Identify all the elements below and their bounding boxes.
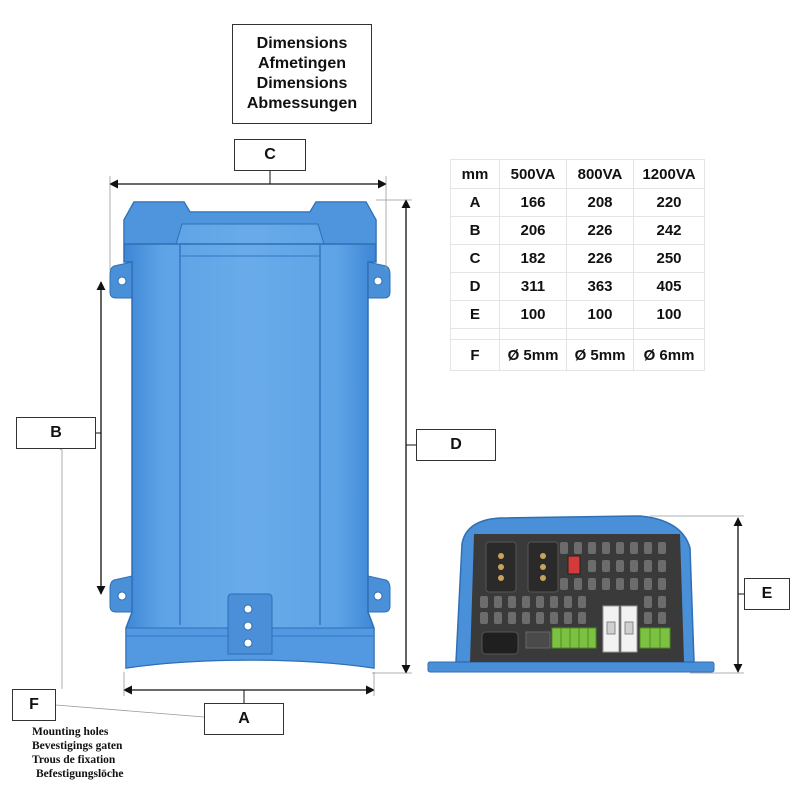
- power-switch-icon: [567, 555, 581, 575]
- table-cell: 405: [633, 272, 705, 301]
- table-cell: 242: [633, 216, 705, 245]
- table-cell: F: [450, 339, 500, 371]
- table-header-row: mm 500VA 800VA 1200VA: [450, 159, 705, 189]
- table-cell: 100: [499, 300, 567, 329]
- table-cell: 311: [499, 272, 567, 301]
- table-cell: 182: [499, 244, 567, 273]
- table-row: E 100 100 100: [450, 300, 705, 329]
- dimension-label-f: F: [12, 689, 56, 721]
- table-cell: 220: [633, 188, 705, 217]
- table-row: F Ø 5mm Ø 5mm Ø 6mm: [450, 339, 705, 371]
- table-row: D 311 363 405: [450, 272, 705, 301]
- title-line-fr: Dimensions: [256, 75, 348, 92]
- table-cell: Ø 6mm: [633, 339, 705, 371]
- mount-hole-icon: [117, 276, 127, 286]
- table-cell: B: [450, 216, 500, 245]
- mounting-holes-note: Mounting holes Bevestigings gaten Trous …: [32, 725, 124, 781]
- dimension-label-a: A: [204, 703, 284, 735]
- mount-hole-icon: [117, 591, 127, 601]
- table-header: mm: [450, 159, 500, 189]
- table-cell: 100: [633, 300, 705, 329]
- mounting-note-nl: Bevestigings gaten: [32, 740, 123, 752]
- mounting-note-fr: Trous de fixation: [32, 754, 116, 766]
- inverter-end-view: [427, 515, 715, 673]
- title-line-nl: Afmetingen: [258, 55, 346, 72]
- table-cell: D: [450, 272, 500, 301]
- table-header: 800VA: [566, 159, 634, 189]
- table-cell: 206: [499, 216, 567, 245]
- mounting-note-de: Befestigungslöche: [36, 768, 124, 780]
- table-cell: C: [450, 244, 500, 273]
- table-cell: Ø 5mm: [499, 339, 567, 371]
- dimensions-table: mm 500VA 800VA 1200VA A 166 208 220 B 20…: [450, 159, 705, 371]
- dimension-label-d: D: [416, 429, 496, 461]
- table-header: 1200VA: [633, 159, 705, 189]
- dimension-lines: [55, 171, 744, 718]
- table-row: C 182 226 250: [450, 244, 705, 273]
- table-cell: 363: [566, 272, 634, 301]
- mounting-note-en: Mounting holes: [32, 726, 109, 738]
- mount-hole-icon: [373, 591, 383, 601]
- dimension-label-e: E: [744, 578, 790, 610]
- inverter-front-view: [109, 201, 391, 669]
- mount-hole-icon: [373, 276, 383, 286]
- title-box: Dimensions Afmetingen Dimensions Abmessu…: [232, 24, 372, 124]
- dimension-label-c: C: [234, 139, 306, 171]
- table-cell: A: [450, 188, 500, 217]
- title-line-de: Abmessungen: [246, 95, 358, 112]
- table-cell: 226: [566, 244, 634, 273]
- table-cell: 226: [566, 216, 634, 245]
- table-spacer-row: [450, 328, 705, 340]
- table-cell: E: [450, 300, 500, 329]
- table-row: B 206 226 242: [450, 216, 705, 245]
- table-row: A 166 208 220: [450, 188, 705, 217]
- dimension-label-b: B: [16, 417, 96, 449]
- table-cell: Ø 5mm: [566, 339, 634, 371]
- table-cell: 250: [633, 244, 705, 273]
- title-line-en: Dimensions: [256, 35, 348, 52]
- table-cell: 100: [566, 300, 634, 329]
- table-header: 500VA: [499, 159, 567, 189]
- table-cell: 166: [499, 188, 567, 217]
- table-cell: 208: [566, 188, 634, 217]
